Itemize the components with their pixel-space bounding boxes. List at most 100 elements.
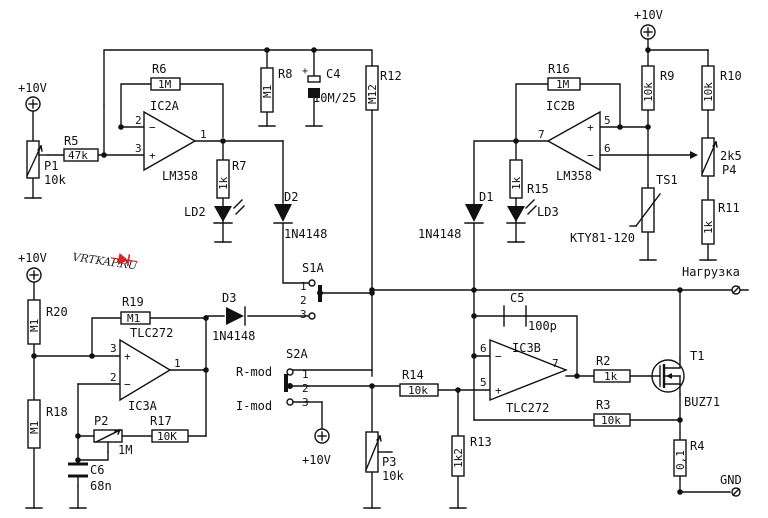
svg-text:S1A: S1A: [302, 261, 324, 275]
svg-text:1k: 1k: [604, 370, 618, 383]
svg-text:S2A: S2A: [286, 347, 308, 361]
svg-text:−: −: [149, 121, 156, 134]
svg-text:C5: C5: [510, 291, 524, 305]
svg-text:+: +: [302, 66, 308, 77]
svg-text:M1: M1: [127, 312, 140, 325]
svg-text:P3: P3: [382, 455, 396, 469]
resistor-r12: M12 R12: [365, 65, 379, 111]
svg-text:GND: GND: [720, 473, 742, 487]
resistor-r5: 47k R5: [63, 134, 99, 162]
led-ld2: LD2: [184, 199, 245, 224]
supply-label: +10V: [18, 251, 47, 265]
svg-text:2k5: 2k5: [720, 149, 742, 163]
resistor-r9: 10k R9: [641, 65, 674, 111]
pot-p2: P2 1M: [93, 414, 132, 457]
resistor-r19: M1 R19: [120, 295, 151, 325]
svg-text:R14: R14: [402, 368, 424, 382]
svg-text:R5: R5: [64, 134, 78, 148]
led-ld3: LD3: [506, 199, 559, 224]
svg-text:D1: D1: [479, 190, 493, 204]
svg-text:68n: 68n: [90, 479, 112, 493]
watermark-logo: VRTKAP.RU: [72, 251, 139, 273]
svg-text:6: 6: [480, 342, 487, 355]
svg-text:KTY81-120: KTY81-120: [570, 231, 635, 245]
svg-text:5: 5: [480, 376, 487, 389]
svg-text:1k2: 1k2: [452, 448, 465, 468]
svg-text:7: 7: [538, 128, 545, 141]
opamp-part: TLC272: [506, 401, 549, 415]
svg-text:C6: C6: [90, 463, 104, 477]
svg-text:1k: 1k: [217, 176, 230, 190]
supply-label: +10V: [18, 81, 47, 95]
svg-text:M12: M12: [366, 84, 379, 104]
supply-label: +10V: [634, 8, 663, 22]
svg-text:R3: R3: [596, 398, 610, 412]
svg-text:2: 2: [302, 382, 309, 395]
opamp-ic2b: +− 5 6 7 IC2B LM358: [538, 99, 611, 183]
svg-text:1N4148: 1N4148: [418, 227, 461, 241]
svg-text:1: 1: [300, 280, 307, 293]
opamp-part: LM358: [162, 169, 198, 183]
svg-text:10k: 10k: [702, 82, 715, 102]
svg-text:BUZ71: BUZ71: [684, 395, 720, 409]
svg-text:1: 1: [302, 368, 309, 381]
svg-text:47k: 47k: [68, 149, 88, 162]
svg-text:LD3: LD3: [537, 205, 559, 219]
svg-text:T1: T1: [690, 349, 704, 363]
supply-label: +10V: [302, 453, 331, 467]
svg-text:TS1: TS1: [656, 173, 678, 187]
resistor-r8: M1 R8: [260, 67, 292, 113]
svg-text:R7: R7: [232, 159, 246, 173]
svg-text:5: 5: [604, 114, 611, 127]
resistor-r7: 1k R7: [216, 159, 246, 199]
svg-text:−: −: [124, 378, 131, 391]
resistor-r14: 10k R14: [399, 368, 439, 397]
svg-text:D2: D2: [284, 190, 298, 204]
resistor-r17: 10K R17: [150, 414, 189, 443]
svg-text:10k: 10k: [408, 384, 428, 397]
svg-text:3: 3: [300, 308, 307, 321]
svg-text:M1: M1: [261, 85, 274, 98]
svg-text:−: −: [587, 149, 594, 162]
svg-text:10M/25: 10M/25: [313, 91, 356, 105]
svg-text:1M: 1M: [118, 443, 132, 457]
diode-d1: D1 1N4148: [418, 190, 493, 241]
ground-symbols: [24, 125, 717, 509]
resistor-r2: 1k R2: [593, 354, 631, 383]
svg-text:10k: 10k: [601, 414, 621, 427]
wires: [32, 39, 749, 509]
svg-text:2: 2: [300, 294, 307, 307]
pot-p1: P1 10k: [26, 140, 66, 187]
svg-text:3: 3: [135, 142, 142, 155]
svg-text:6: 6: [604, 142, 611, 155]
svg-text:R20: R20: [46, 305, 68, 319]
svg-text:10k: 10k: [382, 469, 404, 483]
svg-text:1M: 1M: [556, 78, 570, 91]
svg-text:10K: 10K: [157, 430, 177, 443]
opamp-ref: IC3A: [128, 399, 158, 413]
opamp-ic3a: +− 3 2 1 TLC272 IC3A: [110, 326, 181, 413]
junction-dots: [31, 47, 683, 495]
terminal-gnd: GND: [720, 473, 742, 497]
svg-text:M1: M1: [28, 319, 41, 332]
opamp-ref: IC2B: [546, 99, 575, 113]
svg-text:R-mod: R-mod: [236, 365, 272, 379]
svg-text:1: 1: [200, 128, 207, 141]
resistor-r6: 1M R6: [150, 62, 181, 91]
svg-text:P4: P4: [722, 163, 736, 177]
svg-text:P2: P2: [94, 414, 108, 428]
svg-text:R9: R9: [660, 69, 674, 83]
resistor-r11: 1k R11: [701, 199, 740, 245]
svg-text:1: 1: [174, 357, 181, 370]
svg-text:R18: R18: [46, 405, 68, 419]
capacitor-c5: C5 100p: [503, 291, 557, 333]
capacitor-c6: C6 68n: [68, 462, 112, 493]
svg-text:R8: R8: [278, 67, 292, 81]
resistor-r4: 0,1 R4: [673, 439, 704, 477]
svg-text:3: 3: [302, 396, 309, 409]
svg-text:2: 2: [135, 114, 142, 127]
opamp-ic2a: −+ 2 3 1 IC2A LM358: [135, 99, 207, 183]
svg-text:R19: R19: [122, 295, 144, 309]
resistor-r3: 10k R3: [593, 398, 631, 427]
resistor-r10: 10k R10: [701, 65, 742, 111]
